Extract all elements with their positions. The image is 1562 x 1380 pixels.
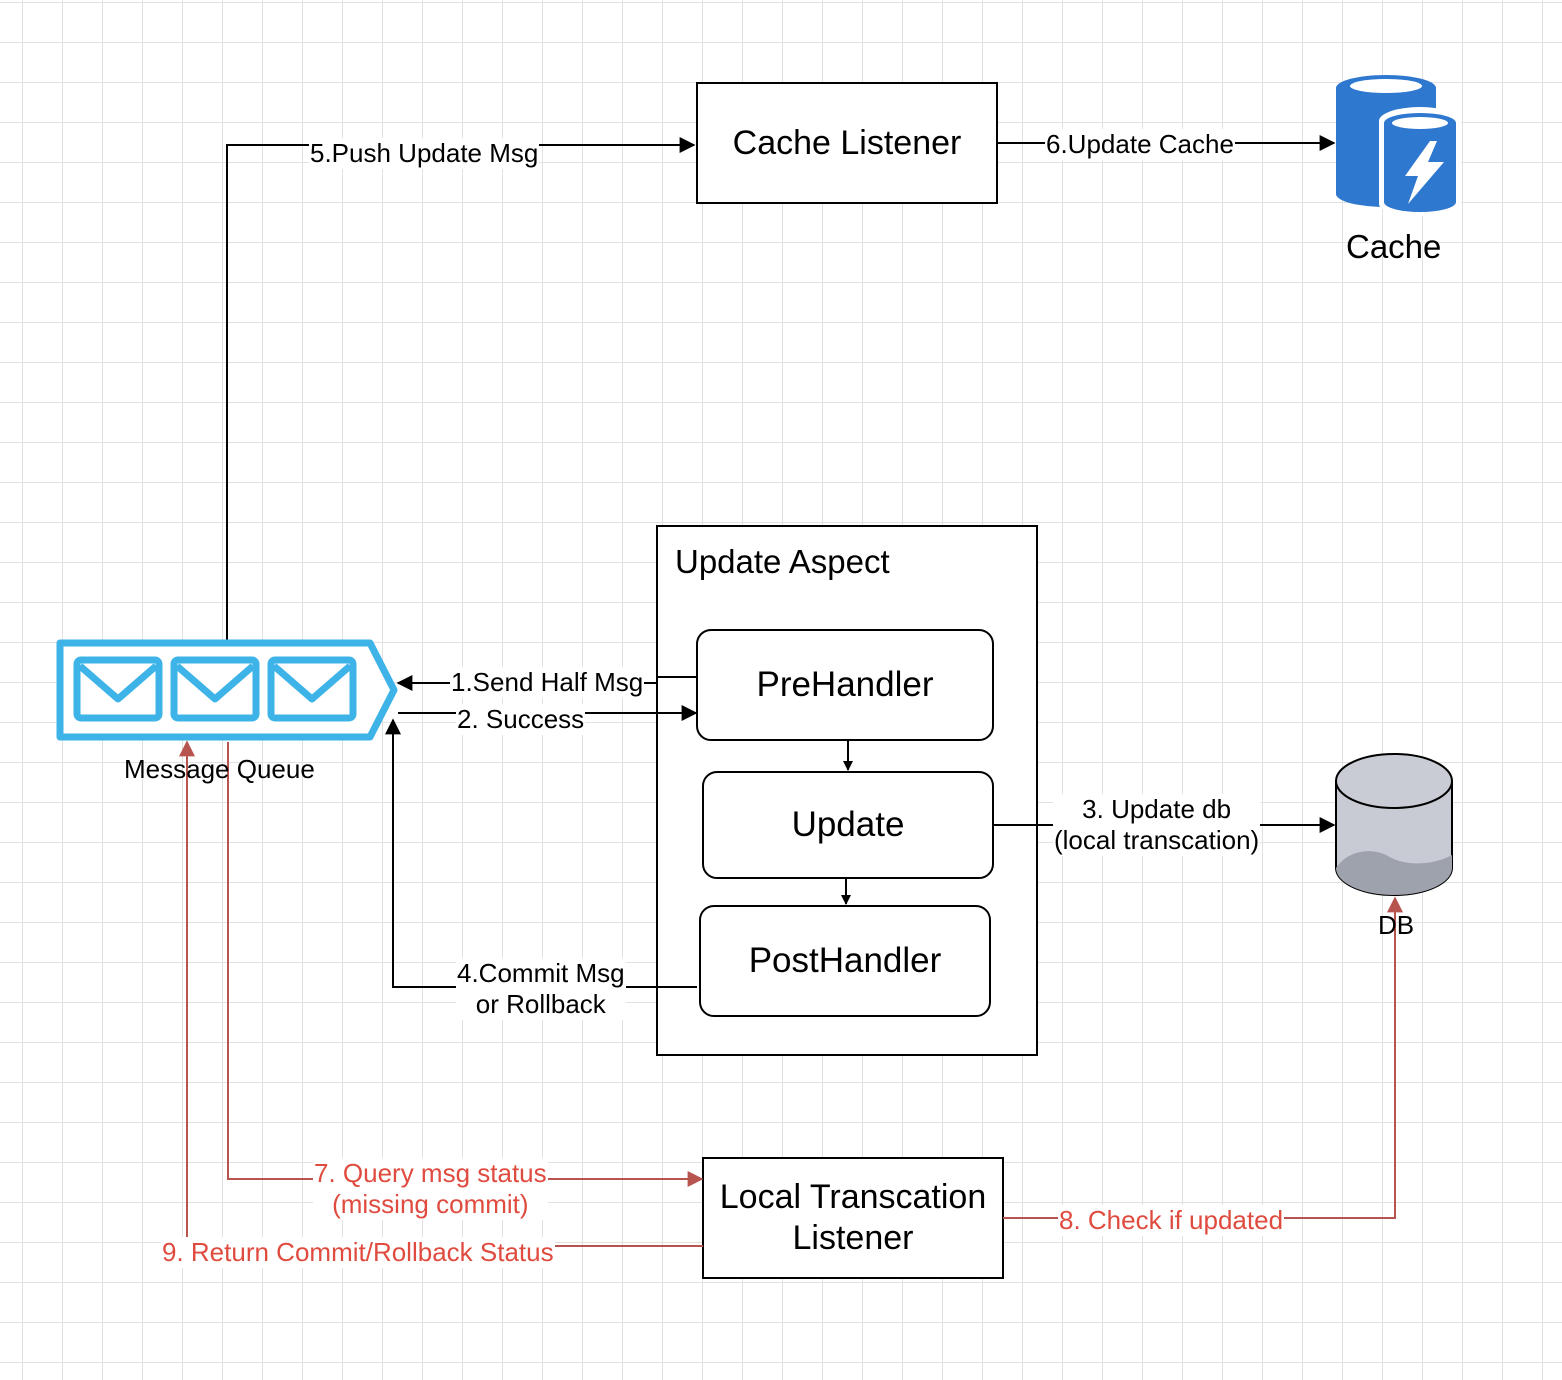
message-queue-label: Message Queue: [124, 754, 315, 784]
cache-label: Cache: [1346, 228, 1442, 265]
prehandler-box[interactable]: [696, 629, 994, 741]
envelope-queue-icon[interactable]: [56, 639, 398, 741]
edge-3-label: 3. Update db (local transcation): [1053, 794, 1261, 857]
edge-6-label: 6.Update Cache: [1045, 129, 1235, 161]
local-transaction-listener-line2: Listener: [792, 1219, 914, 1257]
edge-8-label: 8. Check if updated: [1058, 1205, 1285, 1237]
edge-5-label: 5.Push Update Msg: [309, 138, 540, 170]
edge-7-label-line1: 7. Query msg status: [314, 1158, 547, 1188]
edge-3-label-line1: 3. Update db: [1082, 794, 1232, 824]
edge-4-label: 4.Commit Msg or Rollback: [456, 958, 626, 1021]
edge-3-label-line2: (local transcation): [1054, 825, 1260, 856]
update-title: Update: [791, 805, 905, 844]
edge-4-label-line1: 4.Commit Msg: [457, 958, 625, 988]
update-aspect-title: Update Aspect: [675, 543, 890, 580]
edge-4-commit-or-rollback: [385, 718, 697, 988]
edge-8-check-if-updated: [1003, 896, 1403, 1219]
db-label: DB: [1377, 910, 1415, 940]
cache-listener-title: Cache Listener: [732, 123, 962, 162]
prehandler-title: PreHandler: [756, 665, 934, 704]
edge-7-label-line2: (missing commit): [332, 1189, 529, 1220]
database-cylinder-icon[interactable]: [1335, 753, 1453, 896]
local-transaction-listener-title: Local Transcation Listener: [703, 1158, 1003, 1278]
edge-9-label: 9. Return Commit/Rollback Status: [161, 1237, 555, 1269]
posthandler-title: PostHandler: [748, 941, 942, 980]
edge-1-label: 1.Send Half Msg: [450, 667, 645, 699]
local-transaction-listener-line1: Local Transcation: [719, 1178, 987, 1217]
cache-database-icon[interactable]: [1336, 75, 1461, 216]
edge-7-label: 7. Query msg status (missing commit): [313, 1158, 548, 1221]
cache-listener-box[interactable]: [696, 82, 998, 204]
edge-2-label: 2. Success: [456, 704, 586, 736]
local-transaction-listener-box[interactable]: [702, 1157, 1004, 1279]
edge-5-push-update-msg: [226, 137, 696, 640]
posthandler-box[interactable]: [699, 905, 991, 1017]
edge-4-label-line2: or Rollback: [475, 989, 606, 1020]
